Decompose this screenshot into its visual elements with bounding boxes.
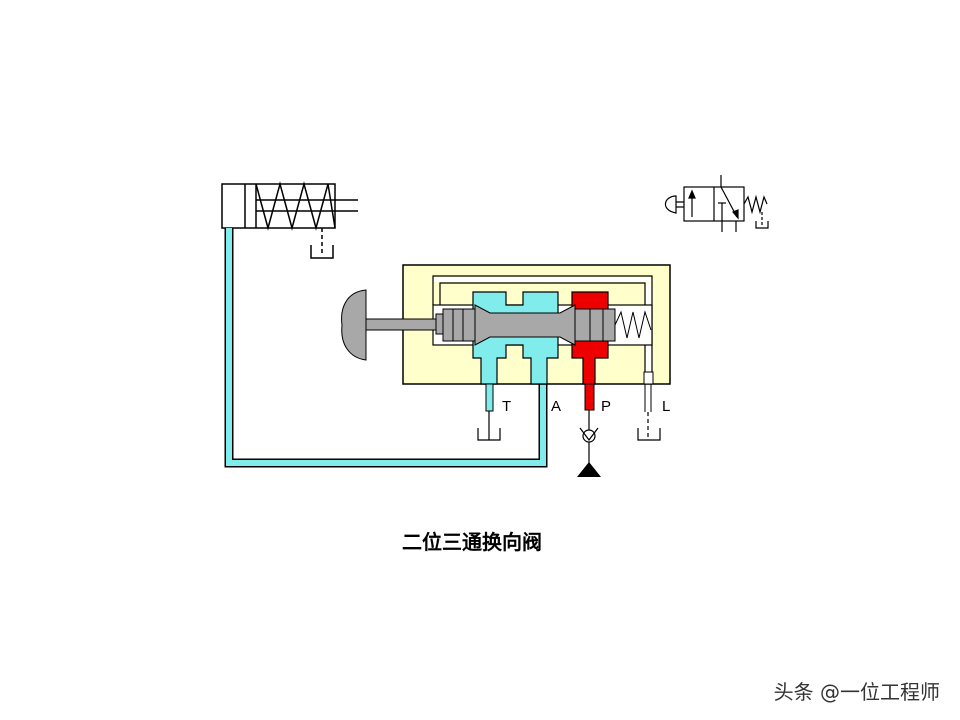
watermark: 头条 @一位工程师 (773, 680, 940, 704)
port-label-t: T (502, 398, 511, 415)
port-label-p: P (601, 398, 611, 415)
tank-t-icon (477, 428, 501, 441)
port-label-l: L (662, 398, 670, 415)
valve-symbol (664, 175, 769, 232)
pressure-source-icon (577, 462, 601, 477)
spool (341, 289, 652, 361)
spring-return-cylinder (221, 181, 358, 259)
push-button-knob (341, 289, 367, 361)
spring-icon (614, 310, 652, 339)
tank-l-icon (637, 428, 661, 441)
check-valve-icon (582, 429, 596, 443)
diagram-title: 二位三通换向阀 (402, 530, 542, 554)
port-label-a: A (551, 398, 561, 415)
